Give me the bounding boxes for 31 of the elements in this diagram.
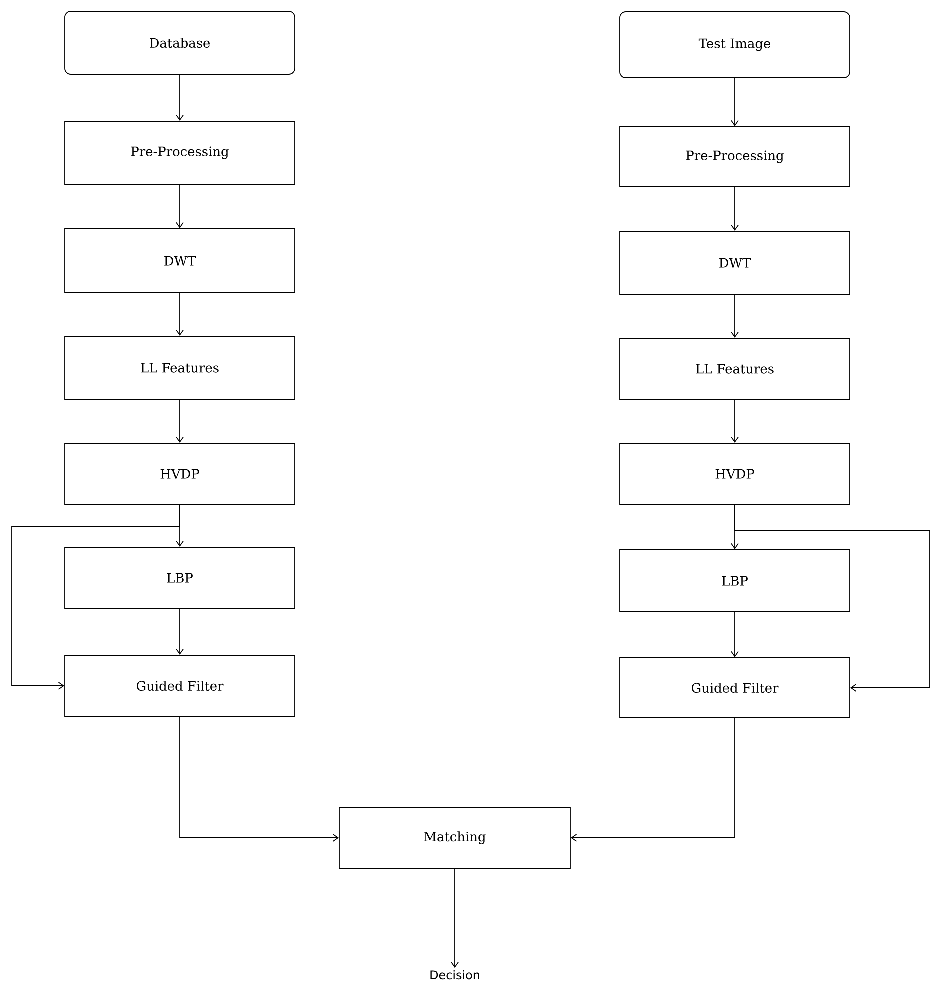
arrow (731, 187, 739, 232)
arrow (176, 400, 184, 444)
process-box: LBP (620, 550, 850, 612)
process-box: LL Features (620, 338, 850, 400)
arrow (731, 612, 739, 658)
process-box: DWT (620, 231, 850, 295)
arrow (176, 184, 184, 229)
arrow (731, 294, 739, 338)
output-label: Decision (430, 970, 480, 980)
arrow (731, 400, 739, 444)
start-box: Test Image (620, 12, 850, 78)
process-box: LBP (64, 547, 296, 609)
arrow (12, 504, 180, 690)
process-box: Guided Filter (620, 658, 850, 718)
process-box: LL Features (64, 336, 296, 400)
arrow (176, 293, 184, 336)
arrow (451, 868, 459, 968)
arrow (734, 504, 930, 692)
process-box: HVDP (64, 443, 296, 505)
process-box: Pre-Processing (620, 126, 850, 188)
process-box: DWT (64, 228, 296, 294)
process-box: Matching (339, 807, 571, 869)
arrow (570, 718, 736, 842)
arrow (176, 74, 184, 122)
arrow (176, 608, 184, 656)
process-box: HVDP (620, 443, 850, 505)
arrow (731, 78, 739, 127)
arrow (180, 716, 340, 842)
process-box: Pre-Processing (64, 121, 296, 185)
process-box: Guided Filter (64, 655, 296, 717)
start-box: Database (64, 11, 296, 75)
